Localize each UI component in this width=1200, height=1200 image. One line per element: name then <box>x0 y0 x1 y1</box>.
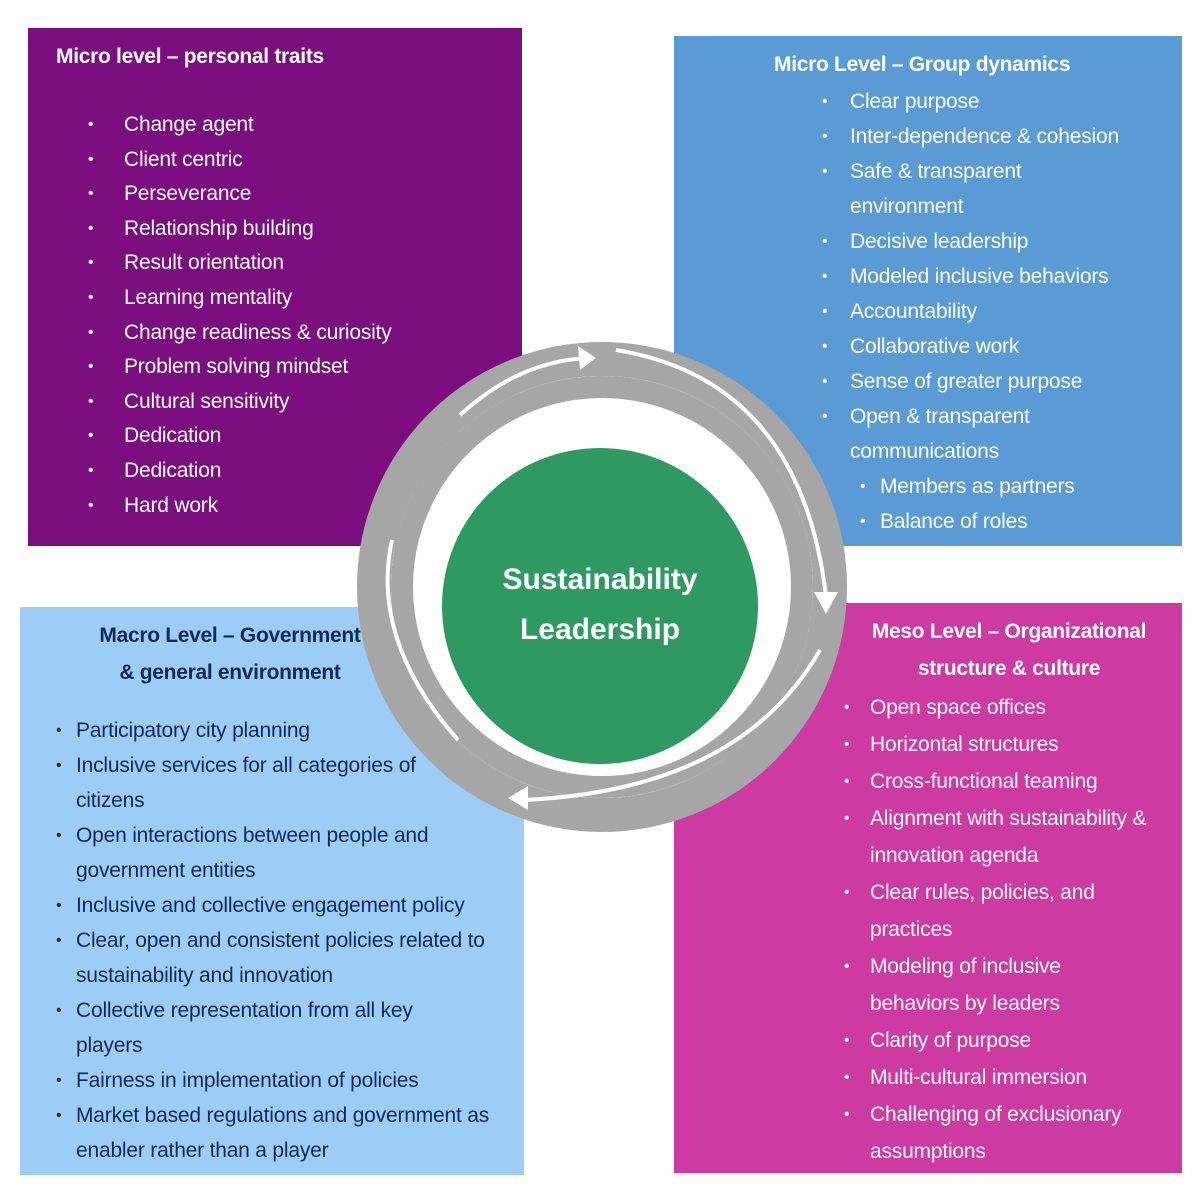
list-item: Horizontal structures <box>844 726 1170 763</box>
list-item: Modeling of inclusive behaviors by leade… <box>844 948 1120 1022</box>
sub-list-item: Members as partners <box>860 469 1180 504</box>
list-item: Fairness in implementation of policies <box>56 1063 516 1098</box>
list-item: Sense of greater purpose <box>822 364 1180 399</box>
list-item: Cross-functional teaming <box>844 763 1170 800</box>
list-item: Problem solving mindset <box>88 350 392 385</box>
list-item: Open space offices <box>844 689 1170 726</box>
micro-personal-title: Micro level – personal traits <box>56 45 324 68</box>
list-item: Collective representation from all key p… <box>56 993 456 1063</box>
micro-group-list: Clear purpose Inter-dependence & cohesio… <box>822 84 1180 539</box>
macro-list: Participatory city planning Inclusive se… <box>56 713 516 1168</box>
list-item: Relationship building <box>88 212 392 247</box>
list-item: Market based regulations and government … <box>56 1098 506 1168</box>
sub-list-item: Balance of roles <box>860 504 1180 539</box>
inner-ring <box>391 376 813 798</box>
list-item: Clear, open and consistent policies rela… <box>56 923 506 993</box>
list-item: Perseverance <box>88 177 392 212</box>
list-item: Change agent <box>88 108 392 143</box>
cycle-arrow-top <box>458 356 591 417</box>
list-item: Result orientation <box>88 246 392 281</box>
list-item: Challenging of exclusionary assumptions <box>844 1096 1160 1170</box>
list-item: Clear purpose <box>822 84 1180 119</box>
cycle-arrowhead-top <box>578 346 596 370</box>
meso-panel: Meso Level – Organizational structure & … <box>674 603 1182 1173</box>
list-item: Modeled inclusive behaviors <box>822 259 1180 294</box>
list-item: Clear rules, policies, and practices <box>844 874 1130 948</box>
list-item: Accountability <box>822 294 1180 329</box>
list-item: Multi-cultural immersion <box>844 1059 1170 1096</box>
cycle-arrow-bottom <box>523 649 822 802</box>
meso-title: Meso Level – Organizational structure & … <box>864 613 1154 687</box>
meso-list: Open space offices Horizontal structures… <box>844 689 1170 1170</box>
list-item: Alignment with sustainability & innovati… <box>844 800 1170 874</box>
list-item: Hard work <box>88 489 392 524</box>
micro-group-title: Micro Level – Group dynamics <box>774 53 1071 76</box>
center-title: Sustainability Leadership <box>445 555 755 655</box>
micro-personal-list: Change agent Client centric Perseverance… <box>88 108 392 524</box>
meso-title-line1: Meso Level – Organizational <box>871 620 1147 643</box>
list-item: Cultural sensitivity <box>88 385 392 420</box>
cycle-arrow-right <box>615 348 828 597</box>
cycle-arrow-left <box>385 539 460 742</box>
list-item: Inter-dependence & cohesion <box>822 119 1180 154</box>
list-item: Learning mentality <box>88 281 392 316</box>
macro-panel: Macro Level – Government & general envir… <box>20 607 524 1175</box>
list-item: Inclusive services for all categories of… <box>56 748 426 818</box>
list-item: Decisive leadership <box>822 224 1180 259</box>
list-item: Client centric <box>88 143 392 178</box>
list-item: Inclusive and collective engagement poli… <box>56 888 516 923</box>
macro-title: Macro Level – Government & general envir… <box>80 617 380 691</box>
macro-title-line1: Macro Level – Government <box>99 624 361 647</box>
list-item: Collaborative work <box>822 329 1180 364</box>
cycle-arrowhead-bottom <box>508 786 528 810</box>
list-item: Dedication <box>88 454 392 489</box>
micro-personal-panel: Micro level – personal traits Change age… <box>28 28 522 546</box>
list-item: Open interactions between people and gov… <box>56 818 476 888</box>
list-item: Participatory city planning <box>56 713 516 748</box>
outer-ring <box>357 342 847 832</box>
list-item: Clarity of purpose <box>844 1022 1170 1059</box>
list-item: Open & transparent communications <box>822 399 1060 469</box>
cycle-arrowhead-right <box>814 592 838 614</box>
list-item: Safe & transparent environment <box>822 154 1050 224</box>
center-circle <box>442 448 758 764</box>
list-item: Change readiness & curiosity <box>88 316 392 351</box>
macro-title-line2: & general environment <box>119 661 341 684</box>
center-title-line2: Leadership <box>519 613 681 646</box>
list-item: Dedication <box>88 419 392 454</box>
center-title-line1: Sustainability <box>502 563 698 596</box>
meso-title-line2: structure & culture <box>917 657 1101 680</box>
